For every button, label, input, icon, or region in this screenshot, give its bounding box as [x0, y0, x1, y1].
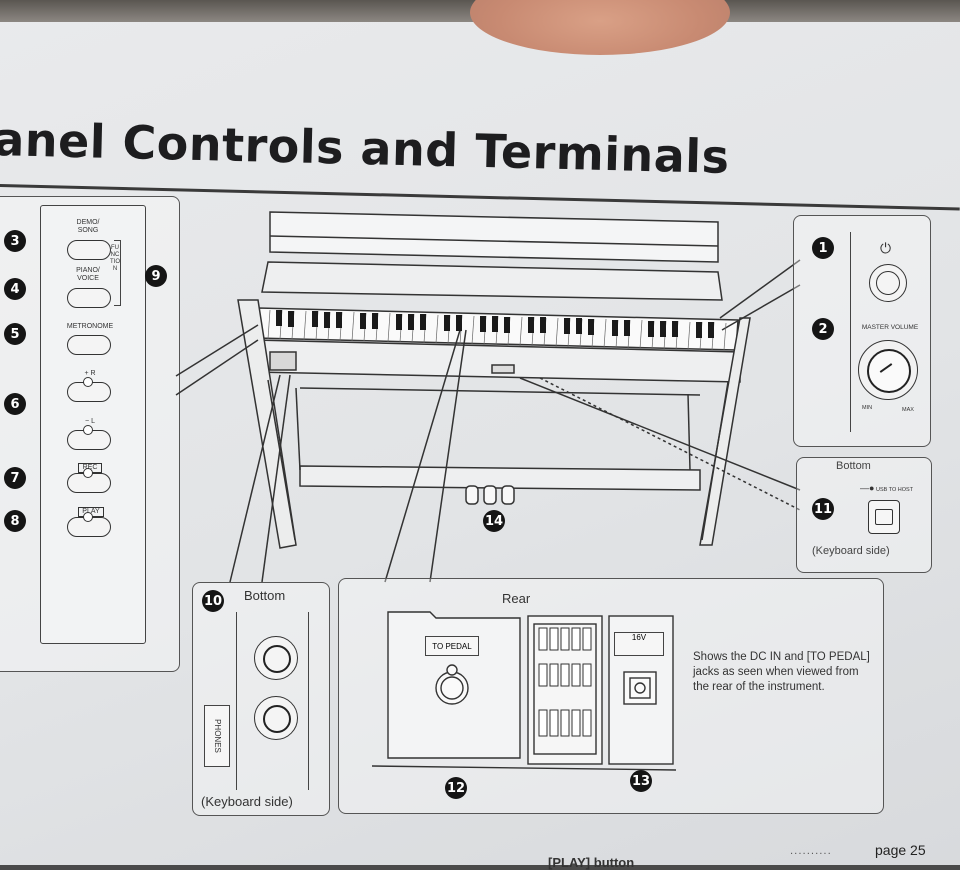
minus-l-button[interactable] — [67, 425, 111, 450]
phones-divider — [236, 612, 238, 790]
phones-panel-heading: Bottom — [244, 588, 286, 603]
plus-r-button[interactable] — [67, 377, 111, 402]
piano-voice-button[interactable] — [67, 288, 111, 308]
dc-in-label: 16V — [614, 632, 664, 656]
usb-symbol-icon: —● — [860, 483, 875, 493]
usb-port — [868, 500, 900, 534]
callout-12: 12 — [445, 777, 467, 799]
callout-6: 6 — [4, 393, 26, 415]
rear-panel-heading: Rear — [502, 591, 531, 606]
piano-voice-label: PIANO/ VOICE — [76, 267, 100, 282]
function-label: FUNCTION — [110, 245, 120, 272]
callout-8: 8 — [4, 510, 26, 532]
metronome-label: METRONOME — [66, 323, 114, 330]
to-pedal-label: TO PEDAL — [425, 636, 479, 656]
master-volume-knob[interactable] — [858, 340, 918, 400]
demo-song-label: DEMO/ SONG — [76, 219, 100, 234]
callout-13: 13 — [630, 770, 652, 792]
phones-jack-2 — [254, 696, 298, 740]
phones-panel — [192, 582, 330, 816]
rec-button[interactable] — [67, 468, 111, 493]
callout-2: 2 — [812, 318, 834, 340]
callout-5: 5 — [4, 323, 26, 345]
left-button-panel-inner — [40, 205, 146, 644]
usb-caption: (Keyboard side) — [812, 545, 890, 557]
phones-divider-right — [308, 612, 310, 790]
power-button-inner — [876, 271, 900, 295]
usb-panel-heading: Bottom — [836, 460, 871, 472]
callout-1: 1 — [812, 237, 834, 259]
demo-song-button[interactable] — [67, 240, 111, 260]
phones-label-box: PHONES — [204, 705, 230, 767]
callout-4: 4 — [4, 278, 26, 300]
master-volume-label: MASTER VOLUME — [861, 324, 919, 331]
phones-jack-1-inner — [263, 645, 291, 673]
callout-9: 9 — [145, 265, 167, 287]
play-button[interactable] — [67, 512, 111, 537]
usb-to-host-label: USB TO HOST — [876, 487, 914, 493]
phones-jack-2-inner — [263, 705, 291, 733]
volume-min-label: MIN — [862, 405, 873, 411]
power-symbol: ⏻ — [880, 240, 892, 256]
right-controls-divider — [850, 232, 852, 432]
usb-port-slot — [875, 509, 893, 525]
function-bracket — [114, 240, 121, 306]
minus-l-label: − L — [85, 418, 95, 425]
callout-10: 10 — [202, 590, 224, 612]
rear-description: Shows the DC IN and [TO PEDAL] jacks as … — [693, 651, 870, 693]
footer-dots: .......... — [790, 846, 832, 857]
footer-partial-text: [PLAY] button — [548, 855, 635, 870]
plus-r-label: + R — [84, 370, 96, 377]
callout-7: 7 — [4, 467, 26, 489]
metronome-button[interactable] — [67, 335, 111, 355]
volume-max-label: MAX — [902, 407, 914, 413]
callout-14: 14 — [483, 510, 505, 532]
phones-caption: (Keyboard side) — [201, 794, 293, 809]
phones-jack-1 — [254, 636, 298, 680]
callout-3: 3 — [4, 230, 26, 252]
power-button[interactable] — [869, 264, 907, 302]
page-number: page 25 — [875, 842, 926, 858]
callout-11: 11 — [812, 498, 834, 520]
master-volume-knob-inner — [867, 349, 911, 393]
